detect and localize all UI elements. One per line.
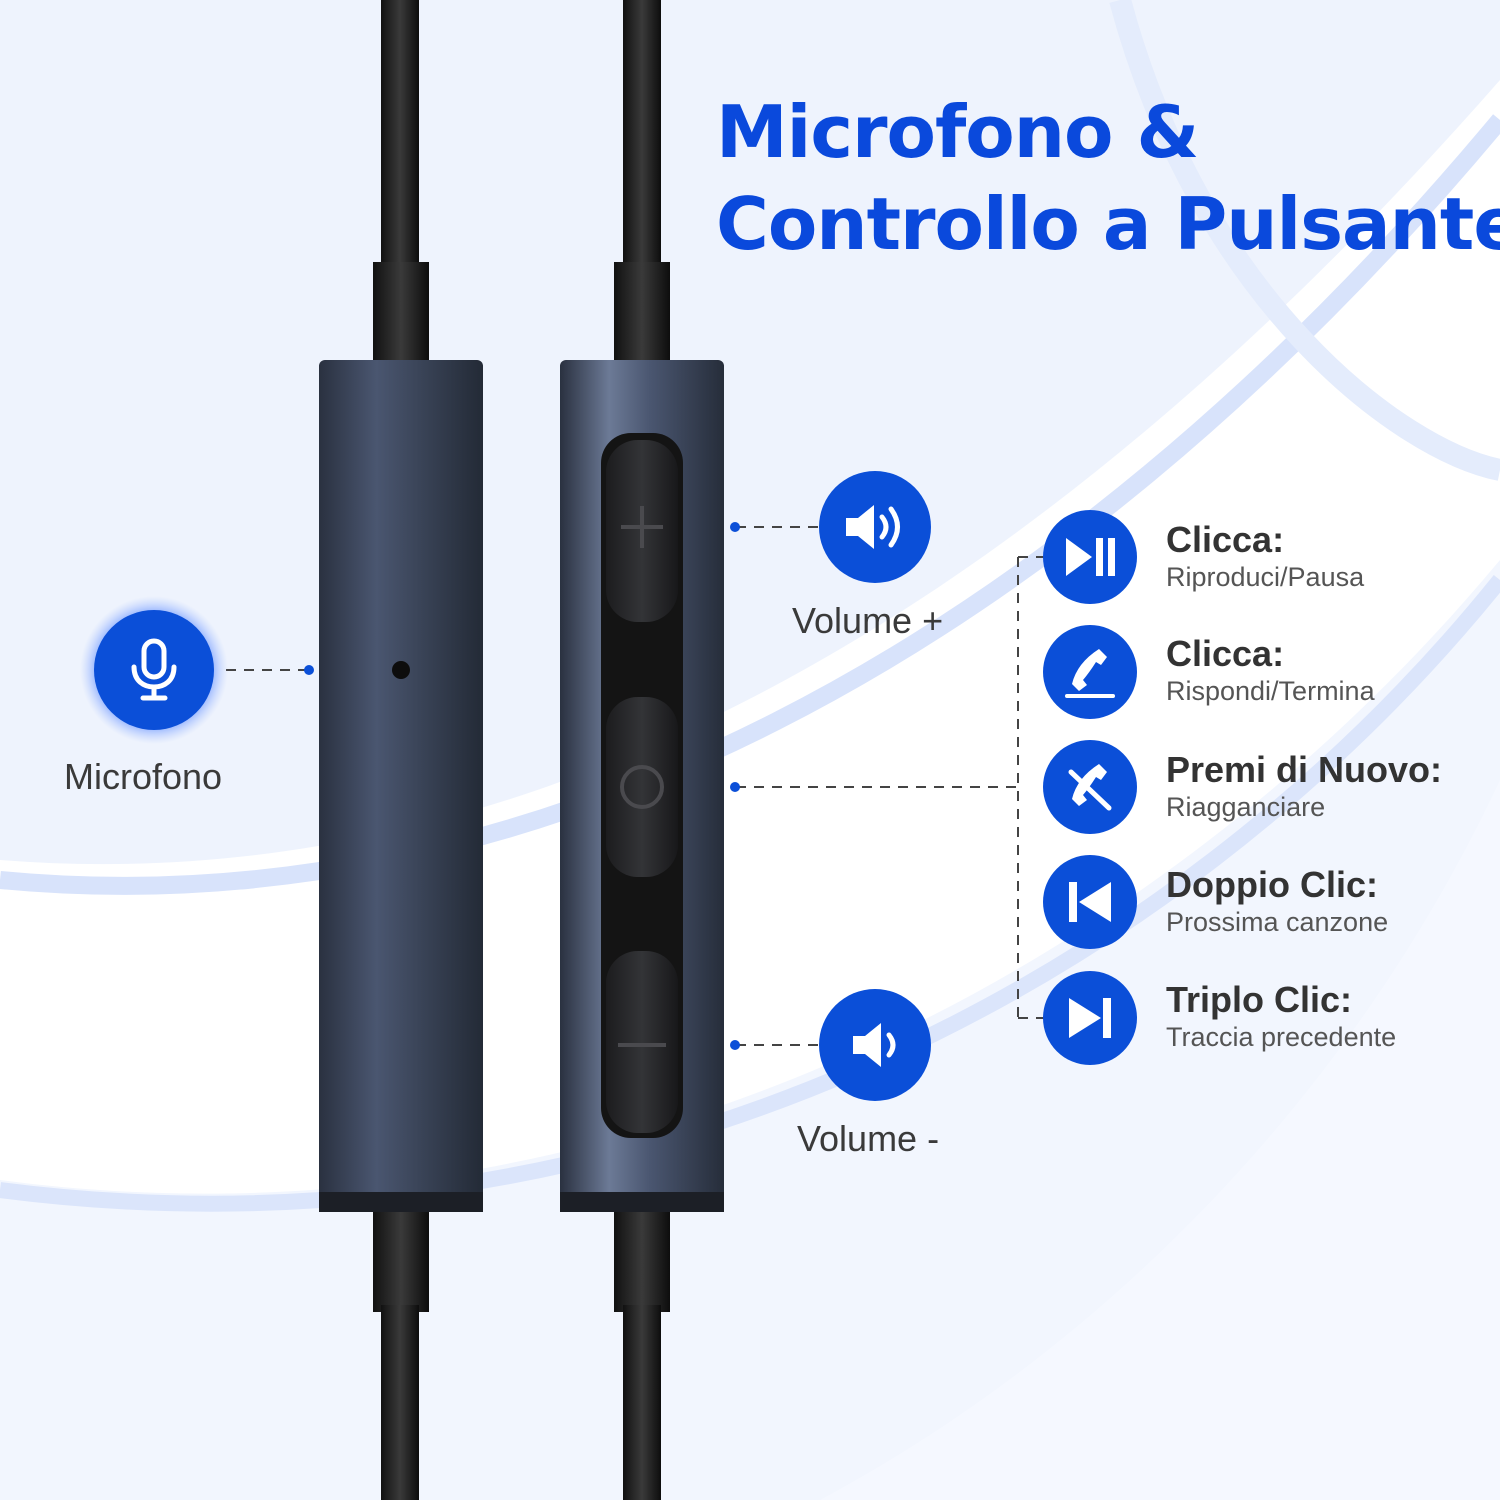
microphone-icon — [94, 610, 214, 730]
function-heading: Clicca: — [1166, 633, 1285, 674]
play-pause-icon — [1043, 510, 1137, 604]
function-heading: Premi di Nuovo: — [1166, 749, 1443, 790]
next-track-icon — [1043, 971, 1137, 1065]
volume-down-label: Volume - — [797, 1118, 940, 1159]
volume-down-icon — [819, 989, 931, 1101]
title-line-2: Controllo a Pulsante — [716, 182, 1500, 266]
function-item: Doppio Clic: Prossima canzone — [1166, 865, 1388, 939]
function-item: Triplo Clic: Traccia precedente — [1166, 980, 1396, 1054]
microphone-label: Microfono — [64, 756, 223, 797]
title-line-1: Microfono & — [716, 90, 1199, 174]
volume-up-label: Volume + — [792, 600, 944, 641]
function-description: Traccia precedente — [1166, 1022, 1397, 1052]
function-item: Clicca: Riproduci/Pausa — [1166, 520, 1364, 594]
function-description: Riagganciare — [1166, 792, 1326, 822]
volume-up-icon — [819, 471, 931, 583]
function-description: Rispondi/Termina — [1166, 676, 1375, 706]
previous-track-icon — [1043, 855, 1137, 949]
function-item: Premi di Nuovo: Riagganciare — [1166, 750, 1442, 824]
phone-answer-icon — [1043, 625, 1137, 719]
page-title: Microfono & Controllo a Pulsante — [716, 86, 1500, 270]
function-heading: Doppio Clic: — [1166, 864, 1378, 905]
function-item: Clicca: Rispondi/Termina — [1166, 634, 1375, 708]
function-heading: Clicca: — [1166, 519, 1285, 560]
function-description: Riproduci/Pausa — [1166, 562, 1365, 592]
function-heading: Triplo Clic: — [1166, 979, 1353, 1020]
phone-hangup-icon — [1043, 740, 1137, 834]
function-description: Prossima canzone — [1166, 907, 1389, 937]
